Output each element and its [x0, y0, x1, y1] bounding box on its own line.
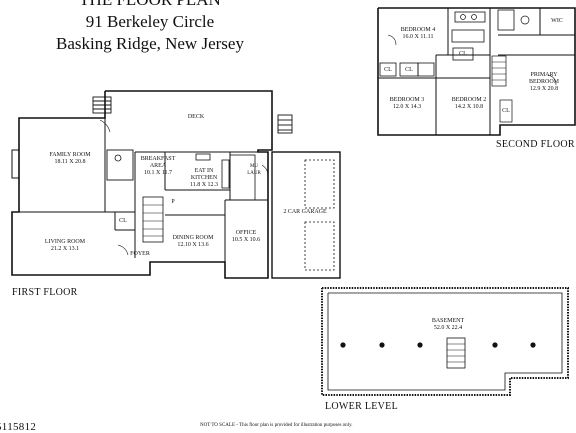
bedroom3-label: BEDROOM 3 12.0 X 14.3	[390, 97, 425, 111]
bedroom3-dims: 12.0 X 14.3	[392, 104, 422, 110]
address-street: 91 Berkeley Circle	[85, 12, 215, 31]
bedroom2-name: BEDROOM 2	[451, 97, 487, 103]
door-swings	[99, 34, 557, 256]
basement-dims: 52.0 X 22.4	[433, 325, 463, 331]
breakfast-area-name: BREAKFAST AREA	[140, 156, 176, 169]
listing-number: 5115812	[0, 421, 37, 433]
closet-label-first: CL	[119, 218, 127, 224]
living-room-label: LIVING ROOM 21.2 X 13.1	[45, 239, 85, 253]
bedroom2-label: BEDROOM 2 14.2 X 10.8	[452, 97, 487, 111]
bedroom2-dims: 14.2 X 10.8	[454, 104, 484, 110]
basement-name: BASEMENT	[431, 318, 465, 324]
family-room-dims: 18.11 X 20.8	[54, 159, 86, 165]
basement-columns	[340, 342, 536, 348]
wic-label: WIC	[551, 18, 563, 24]
family-room-label: FAMILY ROOM 18.11 X 20.8	[49, 152, 90, 166]
garage-label: 2 CAR GARAGE	[283, 209, 327, 215]
bedroom4-dims: 16.0 X 11.11	[402, 34, 434, 40]
living-room-name: LIVING ROOM	[44, 239, 86, 245]
basement-label: BASEMENT 52.0 X 22.4	[432, 318, 464, 332]
second-floor-outline	[377, 7, 576, 136]
breakfast-area-label: BREAKFAST AREA 10.1 X 11.7	[141, 156, 176, 177]
deck-label: DECK	[187, 114, 205, 120]
dining-room-label: DINING ROOM 12.10 X 13.6	[173, 235, 214, 249]
office-name: OFFICE	[235, 230, 257, 236]
kitchen-dims: 11.8 X 12.3	[189, 182, 219, 188]
closet-label-primary: CL	[502, 108, 510, 114]
plan-title: THE FLOOR PLAN	[0, 0, 300, 10]
closet-label-b2: CL	[459, 51, 467, 57]
breakfast-area-dims: 10.1 X 11.7	[143, 170, 173, 176]
first-floor-outline	[11, 90, 273, 279]
family-room-name: FAMILY ROOM	[49, 152, 91, 158]
first-floor-heading: FIRST FLOOR	[12, 287, 78, 298]
lower-level-outline	[321, 287, 569, 396]
garage-outline	[271, 151, 341, 279]
disclaimer-text: NOT TO SCALE - This floor plan is provid…	[200, 423, 353, 428]
closet-label-b4b: CL	[405, 67, 413, 73]
office-dims: 10.5 X 10.6	[231, 237, 261, 243]
primary-bedroom-label: PRIMARY BEDROOM 12.9 X 20.8	[529, 72, 559, 93]
bedroom3-name: BEDROOM 3	[389, 97, 425, 103]
dining-room-dims: 12.10 X 13.6	[177, 242, 209, 248]
bedroom4-label: BEDROOM 4 16.0 X 11.11	[401, 27, 436, 41]
closet-label-b4a: CL	[384, 67, 392, 73]
address-town: Basking Ridge, New Jersey	[56, 34, 244, 53]
dining-room-name: DINING ROOM	[172, 235, 214, 241]
office-label: OFFICE 10.5 X 10.6	[232, 230, 260, 244]
second-floor-heading: SECOND FLOOR	[496, 139, 575, 150]
deck-stairs	[92, 96, 293, 134]
foyer-label: FOYER	[130, 251, 150, 257]
kitchen-label: EAT IN KITCHEN 11.8 X 12.3	[190, 168, 218, 189]
pantry-label: P	[171, 199, 175, 205]
bedroom4-name: BEDROOM 4	[400, 27, 436, 33]
kitchen-name: EAT IN KITCHEN	[190, 168, 218, 181]
lower-level-heading: LOWER LEVEL	[325, 401, 399, 412]
mudroom-label: MU LAUR	[247, 164, 261, 176]
living-room-dims: 21.2 X 13.1	[50, 246, 80, 252]
primary-bedroom-dims: 12.9 X 20.8	[529, 86, 559, 92]
primary-bedroom-name: PRIMARY BEDROOM	[528, 72, 560, 85]
